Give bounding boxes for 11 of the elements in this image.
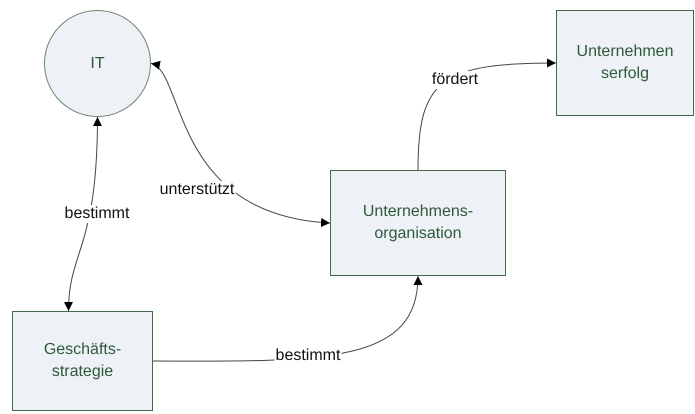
edge-label: bestimmt bbox=[64, 205, 130, 223]
node-label: Unternehmens- organisation bbox=[362, 202, 474, 244]
node-label: Geschäfts- strategie bbox=[42, 340, 122, 382]
arrow bbox=[150, 63, 330, 226]
process-box bbox=[330, 170, 506, 276]
node-label: IT bbox=[90, 54, 105, 74]
node-label: Unternehmen serfolg bbox=[576, 42, 674, 84]
arrow bbox=[64, 116, 102, 312]
process-box bbox=[556, 10, 694, 116]
process-box bbox=[12, 311, 153, 411]
edge-label: fördert bbox=[430, 71, 480, 89]
